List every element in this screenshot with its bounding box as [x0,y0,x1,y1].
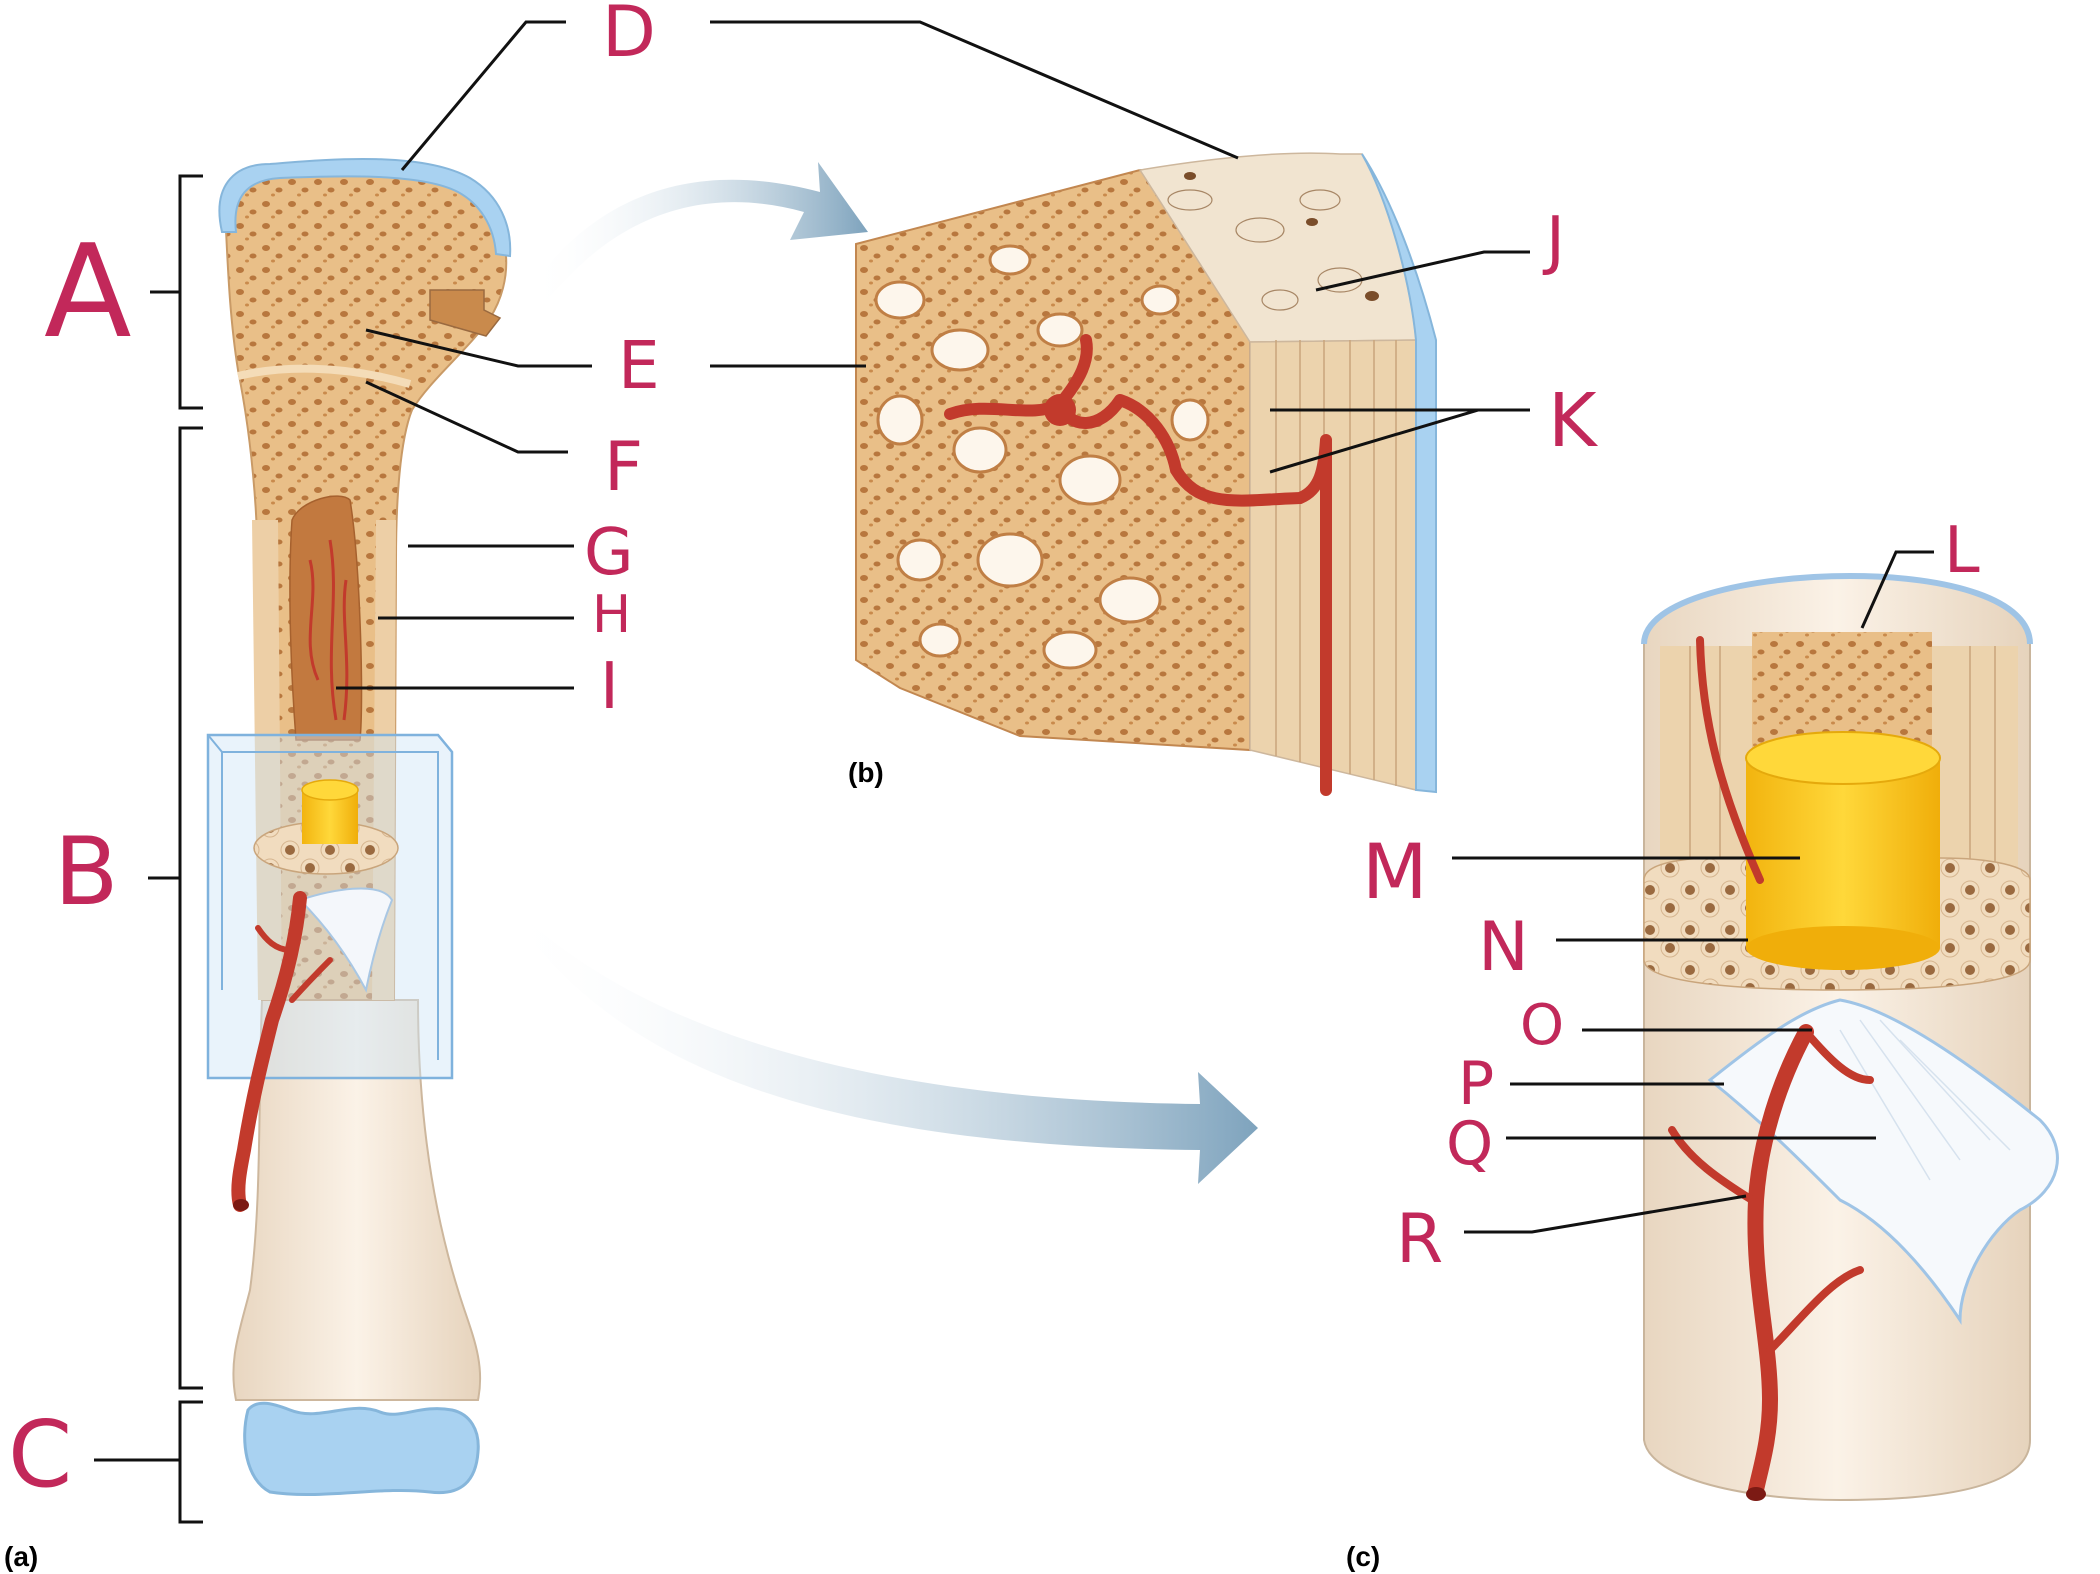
artery-c-end [1746,1487,1766,1501]
medullary-cavity [289,495,363,741]
label-Q: Q [1446,1109,1493,1179]
arrow-to-b [530,162,868,300]
proximal-articular-cartilage [218,157,512,258]
leader-F [365,380,568,454]
leader-D [400,20,1239,171]
periosteum-top-rim [1641,572,2033,645]
label-D: D [602,0,656,73]
arrow-to-c [498,892,1258,1184]
label-O: O [1520,993,1564,1058]
leader-E-a [365,328,592,368]
periosteum-flap-c [1707,998,2059,1325]
label-N: N [1478,908,1529,987]
sharpey-fibers [1839,1019,2011,1181]
yellow-marrow-c-bottom [1746,926,1940,970]
periosteum-strip-b [1361,153,1437,794]
nutrient-artery-branch-a [255,925,333,1003]
yellow-marrow-c [1746,758,1940,948]
panel-label-b: (b) [848,757,884,788]
label-H: H [592,585,631,645]
long-bone-illustration [206,157,512,1497]
central-canals-top [1184,172,1379,301]
label-A: A [44,218,132,367]
label-L: L [1944,514,1980,588]
bracket-C [94,1400,203,1524]
shaft-section-illustration [1641,572,2059,1502]
label-R: R [1396,1200,1443,1279]
marrow-vessels [308,539,349,721]
yellow-marrow-c-top [1745,731,1941,785]
compact-bone-wall-right [372,520,396,1000]
spongy-bone-block [855,152,1437,796]
epiphysis-notch [429,289,502,337]
nutrient-artery-a [231,891,307,1212]
artery-c-branches [1668,636,1874,1354]
label-J: J [1542,204,1565,278]
panel-label-c: (c) [1346,1541,1380,1572]
trabeculae-holes [874,244,1210,670]
osteon-rings-top [1167,189,1363,311]
leader-L [1860,550,1934,629]
magnification-box-edges [207,734,439,1060]
label-G: G [584,516,634,590]
nutrient-artery-end-a [233,1199,249,1211]
yellow-marrow-small-top [301,779,359,801]
leader-R [1464,1194,1747,1234]
panel-label-a: (a) [4,1541,38,1572]
label-M: M [1362,827,1428,916]
label-I: I [600,650,619,724]
label-F: F [604,428,643,507]
bracket-A [150,174,203,410]
label-C: C [8,1401,72,1508]
distal-articular-cartilage [243,1401,480,1497]
label-B: B [54,818,119,927]
epiphyseal-line [237,364,412,388]
handwritten-labels: A B C D E F G H I J K L M N O P Q R [8,0,1980,1508]
periosteum-flap-small [298,887,394,993]
vessel-junction-b [1044,394,1076,426]
label-P: P [1458,1049,1494,1119]
label-E: E [618,327,660,404]
label-K: K [1548,378,1599,464]
leader-K-2 [1269,408,1479,474]
bone-shaft-lower [232,999,482,1401]
artery-c-main [1747,1024,1814,1498]
leader-lines [336,20,1934,1234]
compact-bone-side [1249,339,1417,791]
bracket-B [148,426,203,1390]
vessels-b [944,334,1332,796]
leader-J [1315,250,1530,292]
compact-bone-wall-left [252,520,282,1000]
